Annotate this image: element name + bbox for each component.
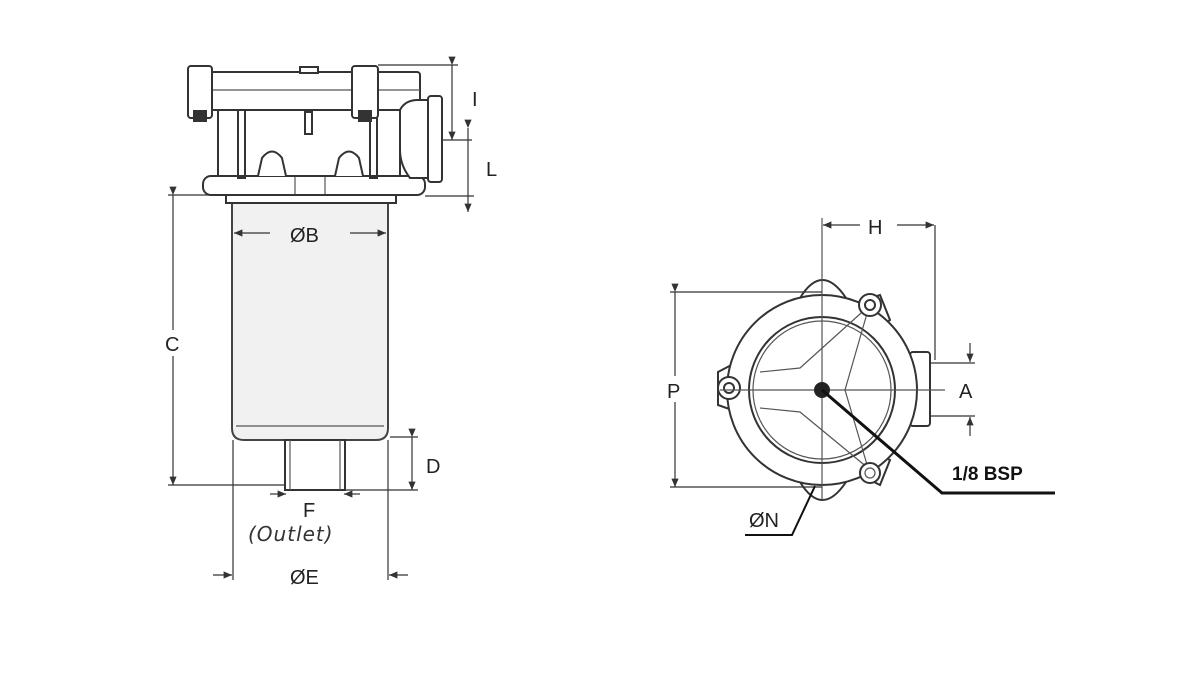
dim-label-b: ØB [290,225,319,247]
side-view: I L C ØB D F (Outlet) ØE [163,56,497,589]
dim-label-c: C [165,334,179,356]
dim-label-d: D [426,456,440,478]
dim-label-a: A [959,381,973,403]
base-flange [202,175,426,196]
dim-label-h: H [868,217,882,239]
dim-label-e: ØE [290,567,319,589]
dim-label-f: F [303,500,315,522]
dim-label-l: L [486,159,497,181]
top-view: H P A 1/8 BSP ØN [664,217,1055,536]
port-label-bsp: 1/8 BSP [952,464,1023,485]
dim-label-n: ØN [749,510,779,532]
outlet-label: (Outlet) [248,522,334,546]
dim-label-p: P [667,381,680,403]
outlet-pipe [284,439,346,491]
filter-lid [189,71,421,111]
inlet-port [399,99,429,179]
dim-label-i: I [472,89,478,111]
filter-bowl [231,196,389,441]
